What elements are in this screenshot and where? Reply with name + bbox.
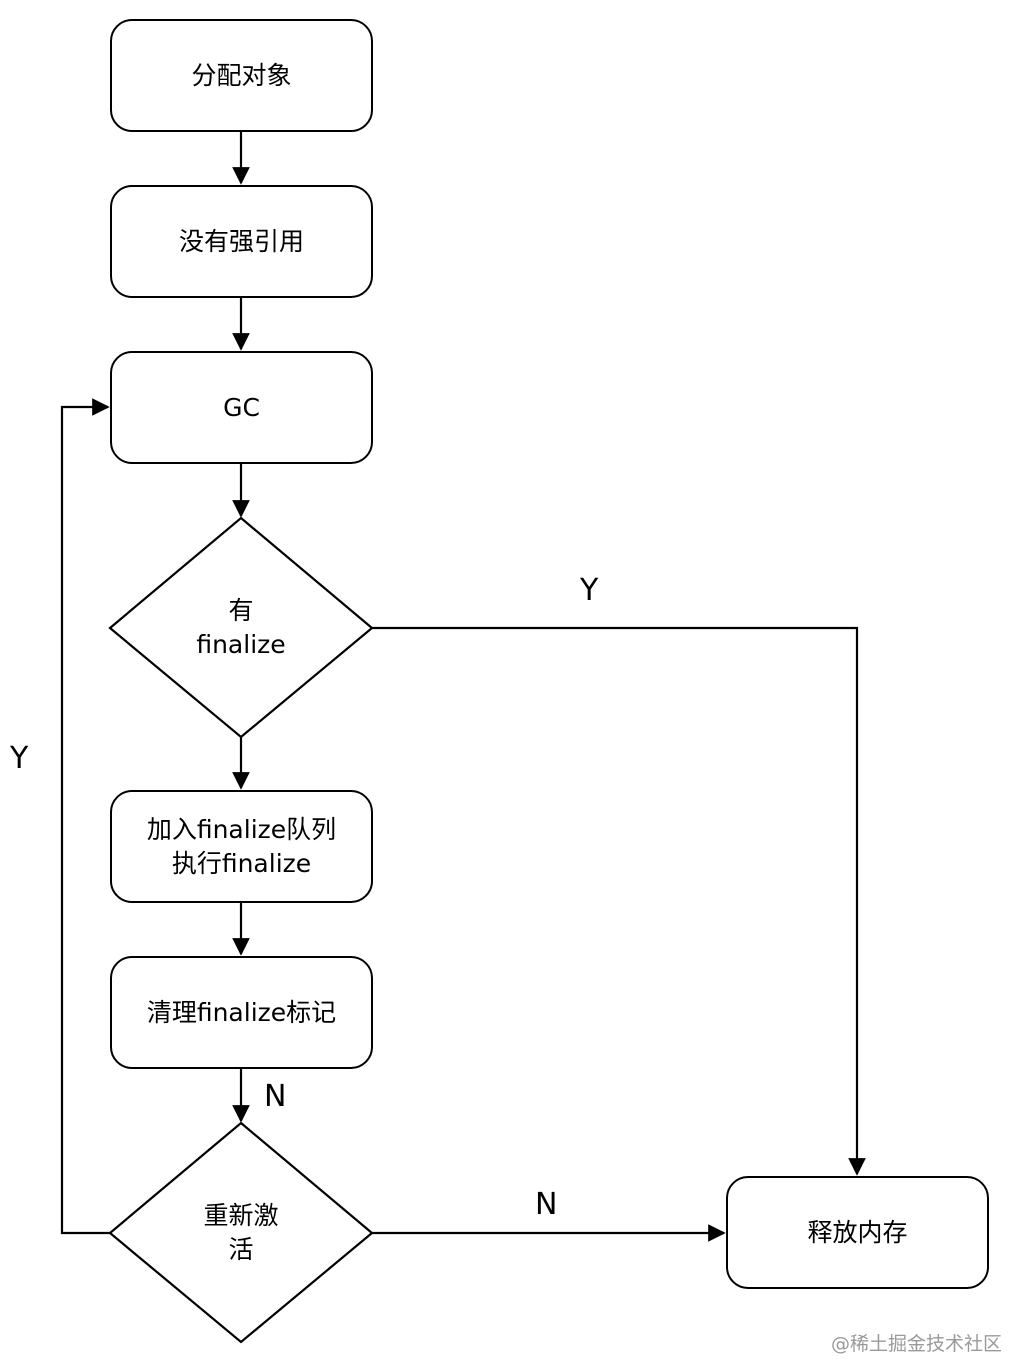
edge-label-reactivate-no: N	[535, 1187, 558, 1222]
decision-has-finalize-line1: 有	[228, 596, 254, 625]
decision-reactivate-line2: 活	[228, 1235, 254, 1264]
decision-has-finalize-line2: finalize	[196, 630, 286, 659]
watermark: @稀土掘金技术社区	[830, 1333, 1002, 1355]
decision-has-finalize-text: 有 finalize	[150, 588, 332, 668]
decision-reactivate-text: 重新激 活	[150, 1193, 332, 1273]
node-no-strong-reference: 没有强引用	[110, 185, 373, 298]
node-clear-finalize-mark-label: 清理finalize标记	[146, 997, 337, 1027]
node-allocate-object-label: 分配对象	[191, 60, 292, 90]
node-enqueue-finalize-line1: 加入finalize队列	[146, 814, 337, 844]
edge-reactivate-yes-to-gc	[60, 398, 110, 1235]
edge-label-reactivate-yes: Y	[10, 741, 29, 776]
edge-has-finalize-yes-to-free	[372, 626, 866, 1176]
node-gc-label: GC	[223, 392, 260, 422]
node-enqueue-finalize-line2: 执行finalize	[171, 848, 312, 878]
edge-label-has-finalize-yes: Y	[580, 573, 599, 608]
node-no-strong-reference-label: 没有强引用	[178, 226, 304, 256]
decision-reactivate-line1: 重新激	[203, 1201, 279, 1230]
node-free-memory: 释放内存	[726, 1176, 989, 1289]
reactivate-diamond	[108, 1121, 374, 1344]
node-enqueue-finalize: 加入finalize队列 执行finalize	[110, 790, 373, 903]
node-allocate-object: 分配对象	[110, 19, 373, 132]
node-gc: GC	[110, 351, 373, 464]
node-free-memory-label: 释放内存	[807, 1217, 908, 1247]
node-clear-finalize-mark: 清理finalize标记	[110, 956, 373, 1069]
edge-label-clear-to-reactivate-no: N	[264, 1079, 287, 1114]
